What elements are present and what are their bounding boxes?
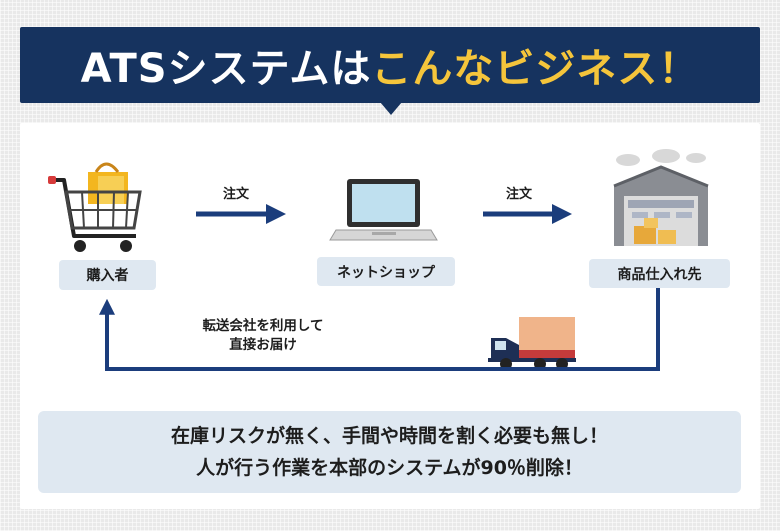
banner-pointer [380,102,402,115]
title-banner: ATSシステムはこんなビジネス！ [20,27,760,103]
shopping-cart-icon [48,162,142,252]
node-shop: ネットショップ [317,257,455,286]
summary-box: 在庫リスクが無く、手間や時間を割く必要も無し！ 人が行う作業を本部のシステムが9… [38,411,741,493]
node-supplier: 商品仕入れ先 [589,259,730,288]
title-part1: ATSシステムは [80,46,372,92]
delivery-label-line2: 直接お届け [229,337,297,353]
summary-line1: 在庫リスクが無く、手間や時間を割く必要も無し！ [170,425,608,447]
truck-icon [488,317,576,370]
delivery-arrow [99,287,660,371]
order-label-2: 注文 [506,187,533,202]
warehouse-icon [613,149,709,246]
delivery-label-line1: 転送会社を利用して [202,318,324,334]
laptop-icon [329,179,438,241]
delivery-label: 転送会社を利用して 直接お届け [188,317,338,355]
summary-line2: 人が行う作業を本部のシステムが90％削除！ [196,457,583,479]
node-buyer: 購入者 [59,260,156,290]
order-label-1: 注文 [223,187,250,202]
title-part2: こんなビジネス！ [371,46,700,92]
